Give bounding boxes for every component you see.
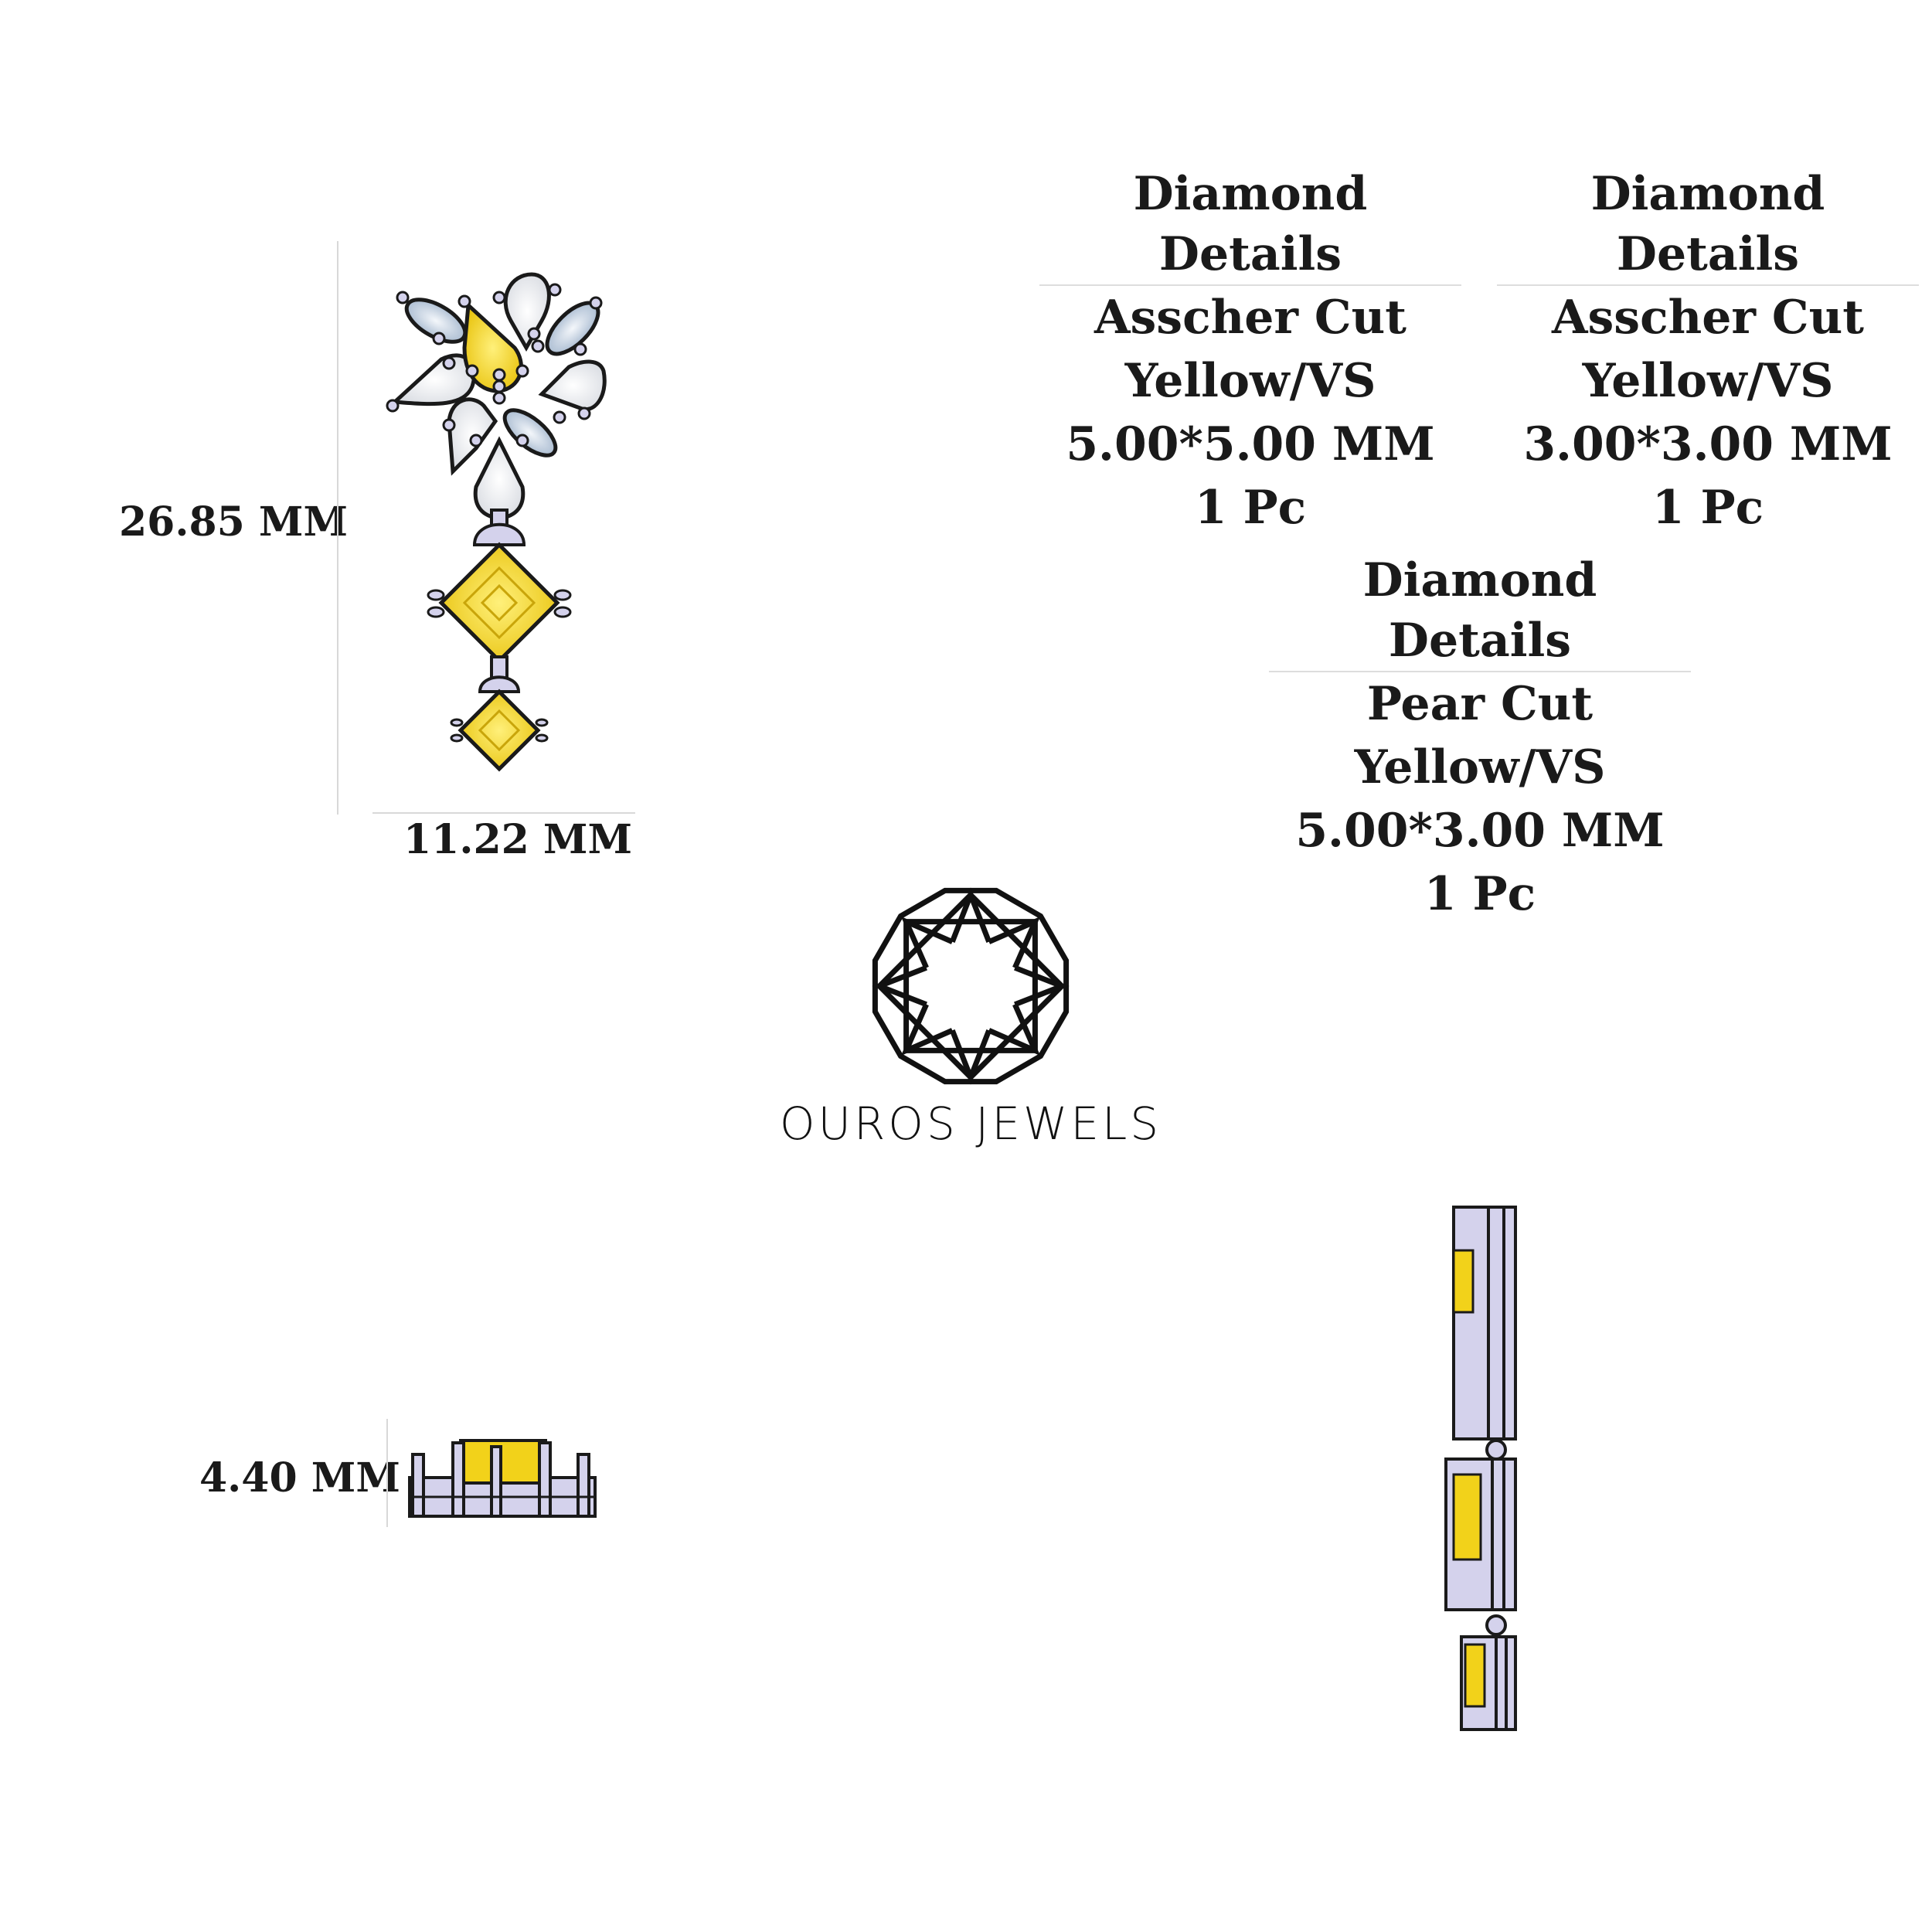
size-label: 5.00*3.00 MM (1295, 804, 1665, 858)
logo-outer-polygon (872, 887, 1070, 1085)
cut-label: Asscher Cut (1551, 291, 1865, 345)
quantity-label: 1 Pc (1194, 481, 1307, 535)
earring-side-view (408, 1439, 597, 1518)
logo-star-point (950, 1029, 992, 1085)
diamond-details-heading: Diamond Details (1497, 164, 1919, 286)
logo-star-point (872, 965, 927, 1007)
cut-label: Pear Cut (1366, 677, 1594, 731)
width-dimension-line (372, 812, 635, 814)
color-clarity-label: Yellow/VS (1354, 740, 1606, 794)
earring-profile-view (1444, 1206, 1517, 1731)
diamond-details-block-1: Diamond Details Asscher Cut Yellow/VS 5.… (1039, 164, 1461, 539)
height-dimension: 4.40 MM (199, 1454, 400, 1502)
size-label: 5.00*5.00 MM (1066, 417, 1435, 471)
length-dimension-line (337, 241, 338, 815)
diamond-details-block-3: Diamond Details Pear Cut Yellow/VS 5.00*… (1269, 550, 1691, 926)
logo-star-point (900, 1003, 954, 1056)
pear-stone-left (390, 353, 477, 406)
height-dimension-line (386, 1419, 388, 1527)
color-clarity-label: Yellow/VS (1582, 354, 1834, 408)
diamond-details-block-2: Diamond Details Asscher Cut Yellow/VS 3.… (1497, 164, 1919, 539)
quantity-label: 1 Pc (1651, 481, 1764, 535)
link-upper (472, 509, 526, 546)
diamond-details-heading: Diamond Details (1269, 550, 1691, 672)
width-dimension: 11.22 MM (403, 816, 633, 863)
quantity-label: 1 Pc (1423, 867, 1536, 921)
length-dimension: 26.85 MM (119, 498, 349, 546)
logo-star-point (988, 916, 1041, 969)
diamond-details-heading: Diamond Details (1039, 164, 1461, 286)
pear-stone-right (538, 359, 607, 412)
flower-cluster (390, 272, 607, 520)
yellow-stone-profile (459, 1439, 547, 1485)
color-clarity-label: Yellow/VS (1124, 354, 1376, 408)
small-asscher-stone (450, 689, 549, 772)
link-lower (478, 655, 521, 693)
brand-name: OUROS JEWELS (779, 1097, 1162, 1150)
logo-star-point (950, 887, 992, 943)
logo-star-point (900, 916, 954, 969)
logo-star-point (988, 1003, 1041, 1056)
cut-label: Asscher Cut (1094, 291, 1407, 345)
prongs (386, 283, 603, 447)
size-label: 3.00*3.00 MM (1523, 417, 1893, 471)
pear-stone-top (503, 272, 551, 352)
ouros-jewels-logo-icon (872, 887, 1070, 1085)
large-asscher-stone (427, 542, 572, 664)
earring-front-view (386, 272, 607, 772)
pear-stone-bottom (473, 436, 526, 520)
logo-star-point (1014, 965, 1070, 1007)
